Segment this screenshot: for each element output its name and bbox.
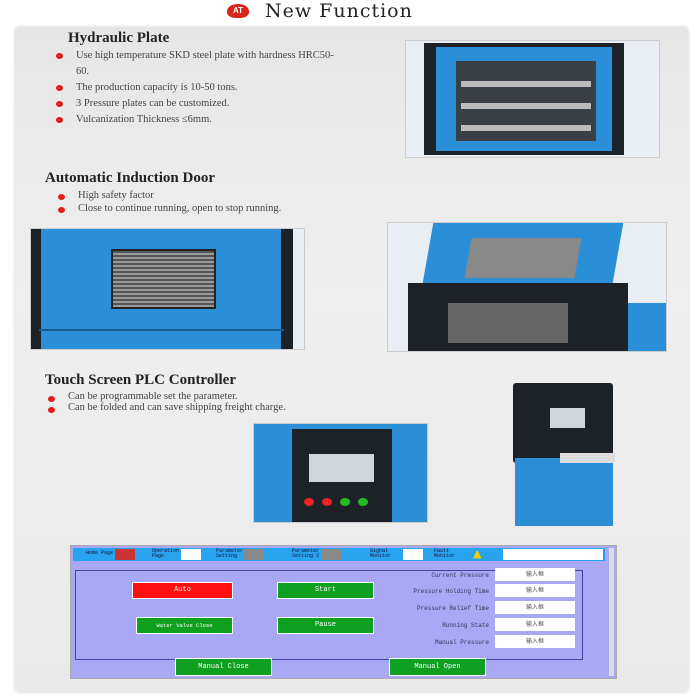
manual-open-button[interactable]: Manual Open — [389, 658, 486, 676]
section-heading-plc: Touch Screen PLC Controller — [45, 372, 236, 388]
pressure-relief-time-input[interactable]: 输入框 — [495, 601, 575, 614]
hmi-screen: Home Page Operation Page Parameter Setti… — [70, 545, 617, 679]
pause-button[interactable]: Pause — [277, 617, 374, 634]
gear-icon — [321, 549, 341, 560]
auto-button[interactable]: Auto — [132, 582, 233, 599]
door-closed-photo — [30, 228, 305, 350]
tab-signal-monitor[interactable]: Signal Monitor — [370, 548, 392, 559]
section-heading-hydraulic: Hydraulic Plate — [68, 30, 170, 46]
door-bullets: High safety factor Close to continue run… — [58, 189, 458, 215]
warning-icon: ▲ — [473, 547, 482, 560]
hmi-control-area — [75, 570, 583, 660]
bullet: High safety factor — [58, 189, 458, 202]
hmi-tab-bar: Home Page Operation Page Parameter Setti… — [73, 548, 605, 561]
current-pressure-input[interactable]: 输入框 — [495, 568, 575, 581]
bullet: Vulcanization Thickness ≤6mm. — [56, 112, 376, 128]
home-icon — [115, 549, 135, 560]
hydraulic-plate-photo — [405, 40, 660, 158]
tab-parameter-setting-2[interactable]: Parameter Setting 2 — [292, 548, 320, 559]
water-valve-close-button[interactable]: Water Valve Close — [136, 617, 233, 634]
tab-parameter-setting[interactable]: Parameter Setting — [216, 548, 244, 559]
operation-icon — [181, 549, 201, 560]
pressure-holding-time-input[interactable]: 输入框 — [495, 584, 575, 597]
start-button[interactable]: Start — [277, 582, 374, 599]
gear-icon — [243, 549, 263, 560]
manual-close-button[interactable]: Manual Close — [175, 658, 272, 676]
tab-home[interactable]: Home Page — [86, 550, 114, 556]
controller-closeup-photo — [253, 423, 428, 523]
bullet: The production capacity is 10-50 tons. — [56, 80, 376, 96]
scrollbar[interactable] — [609, 548, 614, 676]
field-label: Manual Pressure — [434, 639, 489, 646]
bullet: Use high temperature SKD steel plate wit… — [56, 48, 376, 80]
machine-photo — [505, 383, 640, 530]
tab-operation[interactable]: Operation Page — [152, 548, 180, 559]
page-title: New Function — [265, 0, 413, 22]
field-label: Running State — [442, 622, 489, 629]
hydraulic-bullets: Use high temperature SKD steel plate wit… — [56, 48, 376, 128]
tab-fault-monitor[interactable]: Fault Monitor — [434, 548, 456, 559]
field-label: Pressure Relief Time — [416, 605, 489, 612]
bullet: Can be folded and can save shipping frei… — [48, 402, 468, 413]
bullet: Close to continue running, open to stop … — [58, 202, 458, 215]
tab-bar-blank — [503, 549, 603, 560]
running-state-input[interactable]: 输入框 — [495, 618, 575, 631]
field-label: Pressure Holding Time — [413, 588, 489, 595]
field-label: Current Pressure — [431, 572, 489, 579]
bullet: Can be programmable set the parameter. — [48, 391, 468, 402]
door-open-photo — [387, 222, 667, 352]
brand-logo: AT — [227, 4, 249, 18]
plc-bullets: Can be programmable set the parameter. C… — [48, 391, 468, 413]
signal-icon — [403, 549, 423, 560]
manual-pressure-input[interactable]: 输入框 — [495, 635, 575, 648]
bullet: 3 Pressure plates can be customized. — [56, 96, 376, 112]
section-heading-door: Automatic Induction Door — [45, 170, 216, 186]
